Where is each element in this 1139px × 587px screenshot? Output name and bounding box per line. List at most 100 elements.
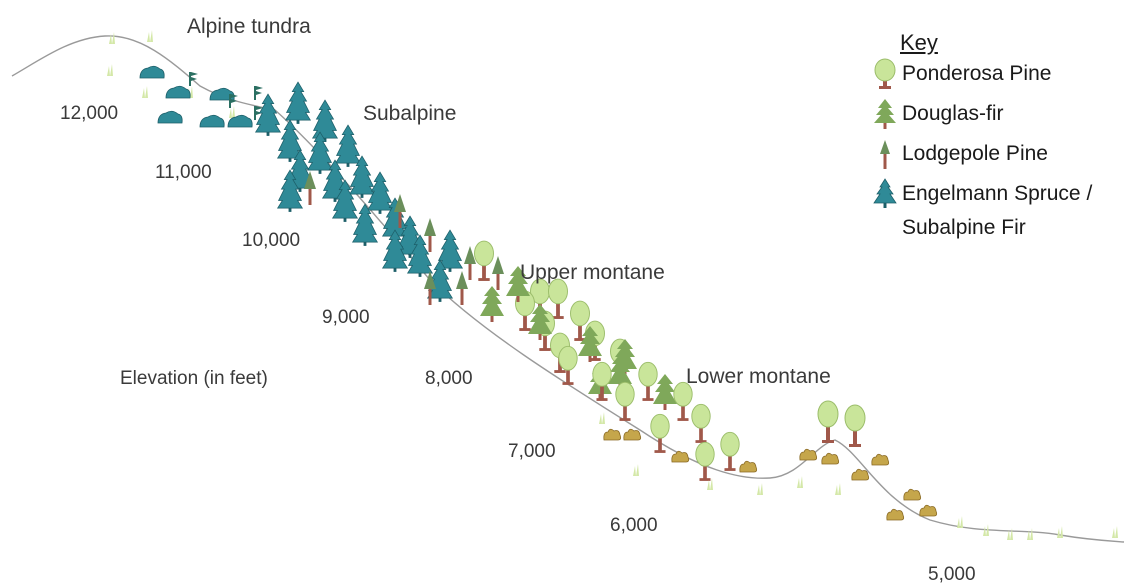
grass-icon: [107, 64, 113, 76]
grass-icon: [1007, 528, 1013, 540]
zone-label-upper-montane: Upper montane: [520, 261, 665, 284]
grass-icon: [797, 476, 803, 488]
lodgepole-pine-icon: [464, 246, 476, 280]
ponderosa-pine-icon: [691, 403, 711, 443]
zone-label-lower-montane: Lower montane: [686, 365, 831, 388]
grass-icon: [757, 483, 763, 495]
engelmann-spruce-icon: [306, 131, 334, 174]
grass-icon: [1112, 526, 1118, 538]
lodgepole-pine-icon: [424, 271, 436, 305]
shrub-icon: [871, 453, 890, 466]
ponderosa-pine-icon: [673, 381, 693, 421]
lodgepole-pine-icon: [424, 218, 436, 252]
krummholz-icon: [165, 85, 191, 99]
douglas-fir-icon: [578, 326, 602, 362]
elevation-label-8000: 8,000: [425, 368, 473, 389]
engelmann-spruce-icon: [873, 178, 897, 208]
ponderosa-pine-icon: [592, 361, 612, 401]
engelmann-spruce-icon: [348, 155, 376, 198]
douglas-fir-icon: [874, 99, 896, 129]
elevation-label-5000: 5,000: [928, 564, 976, 585]
grass-icon: [1027, 528, 1033, 540]
ponderosa-pine-icon: [570, 300, 590, 341]
engelmann-spruce-icon: [331, 179, 359, 222]
engelmann-spruce-icon: [351, 203, 379, 246]
elevation-label-10000: 10,000: [242, 230, 301, 251]
lodgepole-pine-icon: [880, 140, 890, 169]
lodgepole-pine-icon: [492, 256, 504, 290]
legend-label-engelmann-spruce: Engelmann Spruce /: [902, 182, 1093, 205]
ponderosa-pine-icon: [650, 413, 670, 453]
elevation-label-11000: 11,000: [155, 162, 212, 183]
ponderosa-pine-icon: [558, 345, 578, 385]
elevation-label-12000: 12,000: [60, 103, 119, 124]
engelmann-spruce-icon: [311, 99, 339, 142]
elevation-label-6000: 6,000: [610, 515, 658, 536]
ponderosa-pine-icon: [548, 278, 568, 319]
krummholz-icon: [199, 114, 225, 128]
grass-icon: [835, 483, 841, 495]
ponderosa-pine-icon: [817, 400, 839, 443]
krummholz-icon: [209, 87, 235, 101]
grass-icon: [599, 412, 605, 424]
grass-icon: [109, 32, 115, 44]
elevation-axis-label: Elevation (in feet): [120, 368, 268, 389]
lodgepole-pine-icon: [456, 271, 468, 305]
krummholz-icon: [139, 65, 165, 79]
grass-icon: [229, 106, 235, 118]
grass-icon: [633, 464, 639, 476]
shrub-icon: [919, 504, 938, 517]
grass-icon: [142, 86, 148, 98]
lodgepole-pine-icon: [394, 194, 406, 228]
flag-tree-icon: [189, 72, 198, 86]
grass-icon: [1057, 526, 1063, 538]
douglas-fir-icon: [528, 304, 552, 340]
legend-label-lodgepole-pine: Lodgepole Pine: [902, 142, 1048, 165]
elevation-label-7000: 7,000: [508, 441, 556, 462]
engelmann-spruce-icon: [276, 119, 304, 162]
grass-icon: [983, 524, 989, 536]
ponderosa-pine-icon: [695, 441, 715, 481]
douglas-fir-icon: [506, 266, 530, 302]
zone-label-subalpine: Subalpine: [363, 102, 457, 125]
shrub-icon: [821, 452, 840, 465]
flag-tree-icon: [229, 94, 238, 108]
shrub-icon: [671, 450, 690, 463]
engelmann-spruce-icon: [366, 171, 394, 214]
ponderosa-pine-icon: [874, 58, 896, 89]
ponderosa-pine-icon: [720, 431, 740, 471]
krummholz-icon: [227, 114, 253, 128]
shrub-icon: [851, 468, 870, 481]
engelmann-spruce-icon: [284, 81, 312, 124]
shrub-icon: [603, 428, 622, 441]
shrub-icon: [739, 460, 758, 473]
krummholz-icon: [157, 110, 183, 124]
douglas-fir-icon: [480, 286, 504, 322]
ponderosa-pine-icon: [474, 240, 494, 281]
shrub-icon: [623, 428, 642, 441]
legend-label-ponderosa-pine: Ponderosa Pine: [902, 62, 1052, 85]
legend-title: Key: [900, 30, 938, 55]
elevation-label-9000: 9,000: [322, 307, 370, 328]
flag-tree-icon: [254, 86, 263, 100]
shrub-icon: [903, 488, 922, 501]
grass-icon: [707, 478, 713, 490]
ponderosa-pine-icon: [615, 381, 635, 421]
engelmann-spruce-icon: [406, 234, 434, 277]
lodgepole-pine-icon: [304, 171, 316, 205]
ponderosa-pine-icon: [844, 404, 866, 447]
engelmann-spruce-icon: [276, 169, 304, 212]
ground-profile-line: [11, 35, 1125, 543]
engelmann-spruce-icon: [254, 93, 282, 136]
grass-icon: [957, 516, 963, 528]
douglas-fir-icon: [653, 374, 677, 410]
engelmann-spruce-icon: [381, 229, 409, 272]
legend-label-douglas-fir: Douglas-fir: [902, 102, 1004, 125]
shrub-icon: [799, 448, 818, 461]
tree-icons-layer: [107, 30, 1118, 540]
zone-label-alpine-tundra: Alpine tundra: [187, 15, 311, 38]
ponderosa-pine-icon: [638, 361, 658, 401]
grass-icon: [147, 30, 153, 42]
